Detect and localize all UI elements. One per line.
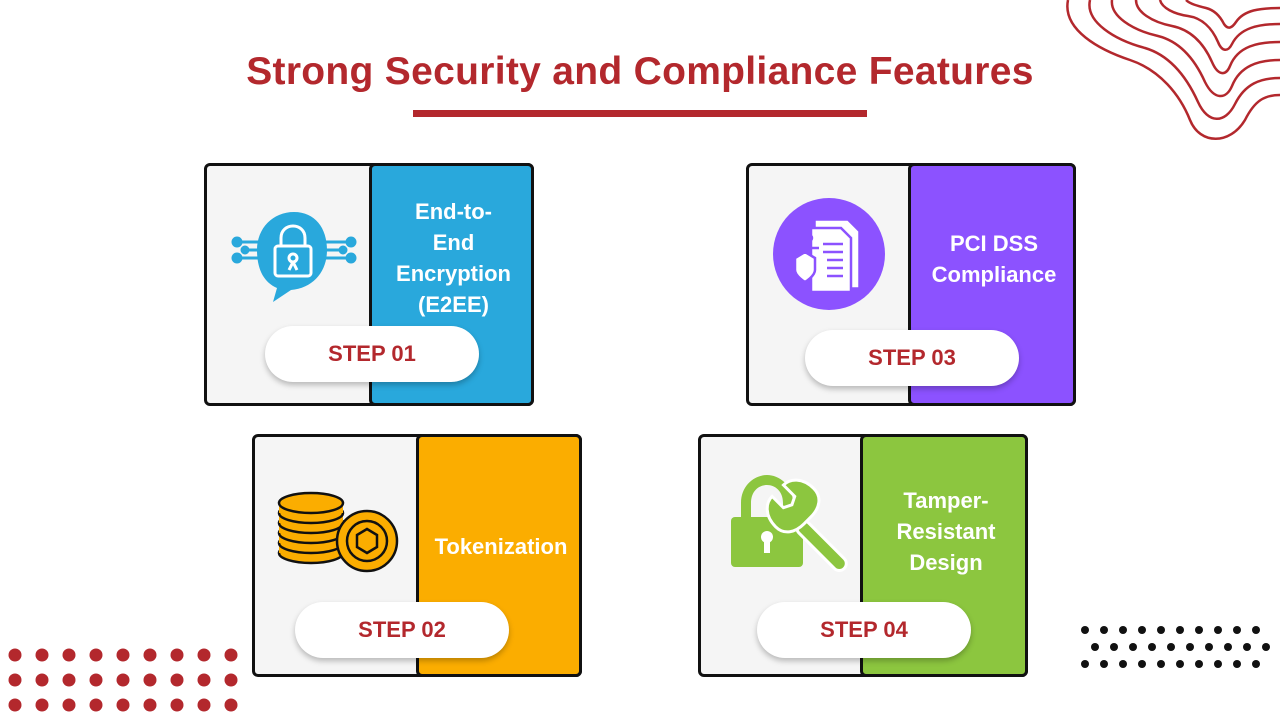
decorative-dot: [1252, 626, 1260, 634]
step-card-title-line: Tamper-: [903, 488, 989, 513]
decorative-dot: [62, 698, 76, 712]
decorative-dot: [1243, 643, 1251, 651]
decorative-dot: [1081, 660, 1089, 668]
decorative-dot: [35, 648, 49, 662]
decorative-dot: [1148, 643, 1156, 651]
decorative-dot: [8, 698, 22, 712]
decorative-dot: [1176, 660, 1184, 668]
decorative-dot: [1110, 643, 1118, 651]
step-card-title-line: (E2EE): [418, 292, 489, 317]
decorative-dot: [8, 648, 22, 662]
decorative-dot: [1091, 643, 1099, 651]
decorative-red-dots: [8, 648, 238, 712]
decorative-dot: [143, 648, 157, 662]
decorative-dot: [224, 698, 238, 712]
decorative-dot: [1100, 626, 1108, 634]
decorative-dot: [35, 673, 49, 687]
step-card-title-line: Tokenization: [434, 534, 568, 559]
step-card-title-line: End-to-: [415, 199, 492, 224]
step-card-title-line: Resistant: [896, 519, 996, 544]
lock-wrench-icon: [731, 475, 848, 573]
step-badge: STEP 03: [805, 330, 1019, 386]
step-card-title-line: Design: [909, 550, 983, 575]
decorative-dot: [1205, 643, 1213, 651]
decorative-dot: [143, 698, 157, 712]
decorative-dot: [197, 698, 211, 712]
decorative-dot: [1119, 660, 1127, 668]
decorative-dot: [116, 673, 130, 687]
decorative-dot: [1195, 626, 1203, 634]
step-badge: STEP 04: [757, 602, 971, 658]
step-card-pci-dss: PCI DSS Compliance STEP 03: [746, 163, 1076, 406]
step-badge: STEP 01: [265, 326, 479, 382]
decorative-dot: [197, 648, 211, 662]
step-card-title-line: PCI DSS: [949, 231, 1038, 256]
decorative-dot: [1186, 643, 1194, 651]
page-title: Strong Security and Compliance Features: [246, 50, 1034, 93]
decorative-dot: [89, 673, 103, 687]
decorative-dot: [62, 673, 76, 687]
decorative-dot: [1119, 626, 1127, 634]
step-card-title-line: Compliance: [931, 262, 1057, 287]
decorative-dot: [1233, 660, 1241, 668]
decorative-dot: [89, 648, 103, 662]
decorative-dot: [1224, 643, 1232, 651]
decorative-dot: [1100, 660, 1108, 668]
step-card-tokenization: Tokenization STEP 02: [252, 434, 582, 677]
encryption-lock-icon: [231, 212, 357, 302]
decorative-dot: [170, 648, 184, 662]
decorative-dot: [35, 698, 49, 712]
step-card-title: Tokenization: [435, 531, 568, 562]
decorative-dot: [170, 698, 184, 712]
decorative-dot: [1138, 626, 1146, 634]
step-card-title: PCI DSS Compliance: [932, 228, 1057, 290]
step-badge: STEP 02: [295, 602, 509, 658]
decorative-dot: [224, 648, 238, 662]
decorative-dot: [1157, 660, 1165, 668]
decorative-dot: [8, 673, 22, 687]
compliance-document-icon: [773, 198, 885, 310]
decorative-dot: [116, 698, 130, 712]
decorative-dot: [1233, 626, 1241, 634]
step-card-title-line: Encryption: [396, 261, 511, 286]
decorative-dot: [62, 648, 76, 662]
decorative-dot: [224, 673, 238, 687]
step-card-title-line: End: [432, 230, 475, 255]
title-underline: [413, 110, 867, 117]
decorative-dot: [1157, 626, 1165, 634]
coins-token-icon: [277, 491, 399, 573]
decorative-dot: [170, 673, 184, 687]
decorative-dot: [1138, 660, 1146, 668]
decorative-black-dots: [1081, 626, 1270, 668]
decorative-dot: [116, 648, 130, 662]
decorative-dot: [1195, 660, 1203, 668]
decorative-dot: [1214, 660, 1222, 668]
decorative-swirl: [1066, 0, 1280, 140]
decorative-dot: [1262, 643, 1270, 651]
decorative-dot: [1176, 626, 1184, 634]
decorative-dot: [1167, 643, 1175, 651]
decorative-dot: [143, 673, 157, 687]
decorative-dot: [1081, 626, 1089, 634]
decorative-dot: [1214, 626, 1222, 634]
decorative-dot: [89, 698, 103, 712]
decorative-dot: [197, 673, 211, 687]
decorative-dot: [1129, 643, 1137, 651]
decorative-dot: [1252, 660, 1260, 668]
